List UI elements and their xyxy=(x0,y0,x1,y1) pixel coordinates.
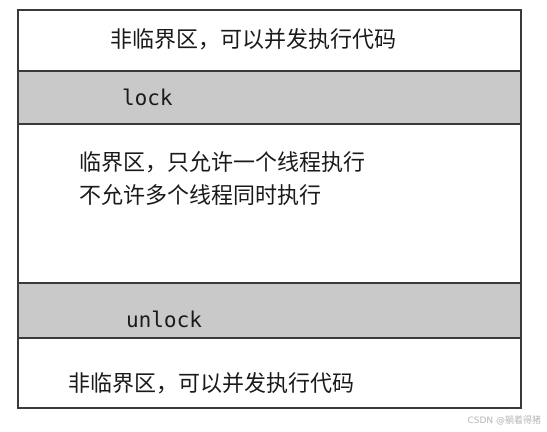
watermark: CSDN @躺着得猪 xyxy=(467,416,541,426)
critical-section-text: 临界区，只允许一个线程执行 不允许多个线程同时执行 xyxy=(79,147,365,213)
critical-section: 临界区，只允许一个线程执行 不允许多个线程同时执行 xyxy=(19,125,520,282)
lock-band: lock xyxy=(19,70,520,125)
bottom-noncritical-section: 非临界区，可以并发执行代码 xyxy=(19,339,520,407)
bottom-noncritical-text: 非临界区，可以并发执行代码 xyxy=(68,372,355,397)
critical-section-line-2: 不允许多个线程同时执行 xyxy=(79,184,322,209)
diagram-frame: 非临界区，可以并发执行代码 lock 临界区，只允许一个线程执行 不允许多个线程… xyxy=(17,9,522,409)
unlock-band: unlock xyxy=(19,282,520,339)
lock-label: lock xyxy=(122,86,173,110)
top-noncritical-text: 非临界区，可以并发执行代码 xyxy=(110,28,397,53)
top-noncritical-section: 非临界区，可以并发执行代码 xyxy=(19,11,520,70)
critical-section-line-1: 临界区，只允许一个线程执行 xyxy=(79,151,366,176)
unlock-label: unlock xyxy=(126,308,202,332)
